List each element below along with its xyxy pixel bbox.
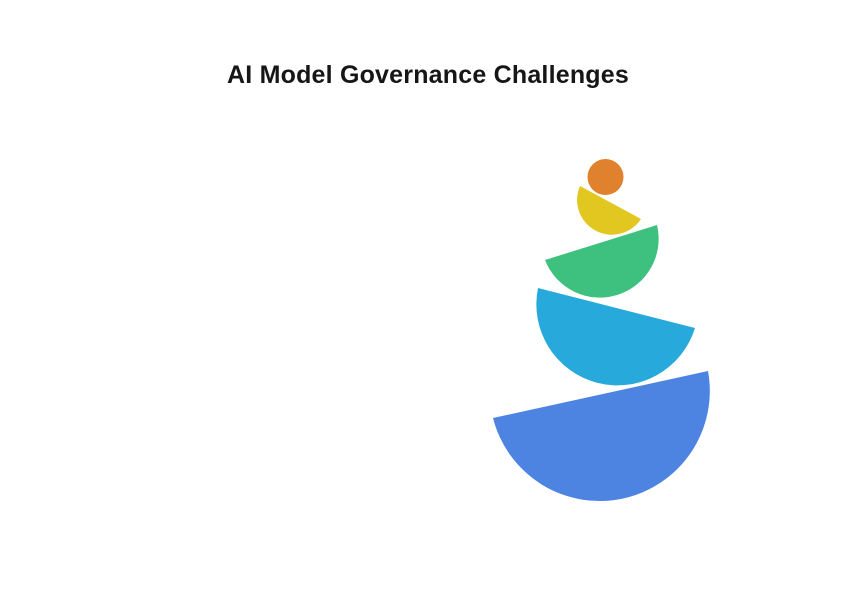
top-circle-shape: [587, 159, 624, 195]
semicircle-smallest-shape: [577, 186, 641, 235]
semicircle-largest-shape: [493, 371, 710, 502]
semicircle-medium-shape: [536, 288, 695, 386]
semicircle-small-shape: [545, 225, 659, 298]
balancing-stack-graphic: [493, 159, 710, 502]
page-title: AI Model Governance Challenges: [227, 61, 629, 89]
